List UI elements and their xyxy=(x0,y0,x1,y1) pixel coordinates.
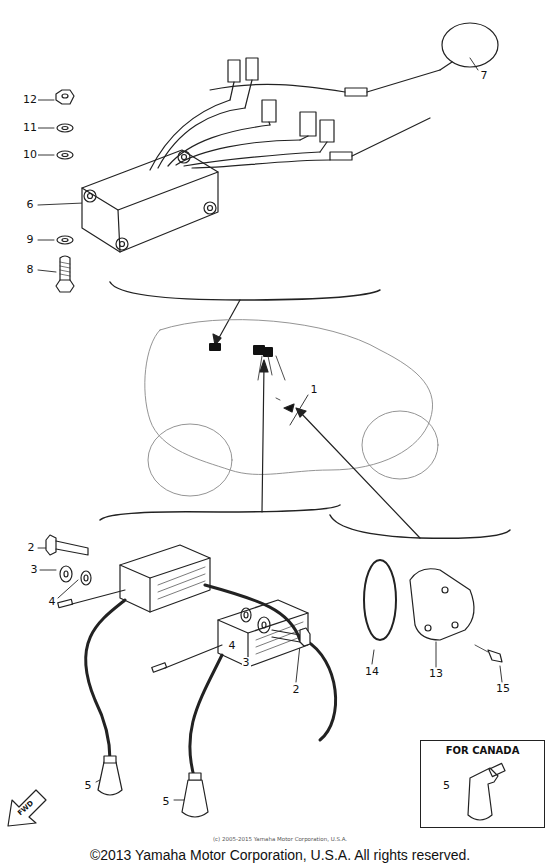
callout-number: 5 xyxy=(162,796,171,808)
copyright-notice: ©2013 Yamaha Motor Corporation, U.S.A. A… xyxy=(89,848,471,863)
callout-number: 1 xyxy=(310,384,319,396)
callout-number: 13 xyxy=(428,668,444,680)
callout-number: 2 xyxy=(292,684,301,696)
callout-number: 15 xyxy=(495,683,511,695)
callout-number: 12 xyxy=(22,94,38,106)
callout-number: 8 xyxy=(26,264,35,276)
callout-number: 5 xyxy=(84,780,93,792)
copyright-notice: (c) 2005-2015 Yamaha Motor Corporation, … xyxy=(212,836,348,842)
callout-number: 2 xyxy=(27,542,36,554)
callout-number: 7 xyxy=(480,70,489,82)
callout-number: 14 xyxy=(364,666,380,678)
callout-number: 3 xyxy=(242,657,251,669)
callout-number: 9 xyxy=(26,234,35,246)
callout-number: 11 xyxy=(22,122,38,134)
callout-number: 4 xyxy=(48,596,57,608)
callout-number: 6 xyxy=(26,199,35,211)
callout-number: 4 xyxy=(228,640,237,652)
variant-box: FOR CANADA 5 xyxy=(420,740,545,828)
callout-number: 5 xyxy=(443,779,450,792)
callout-number: 10 xyxy=(22,149,38,161)
callout-number: 3 xyxy=(30,564,39,576)
box-heading: FOR CANADA xyxy=(421,745,544,756)
